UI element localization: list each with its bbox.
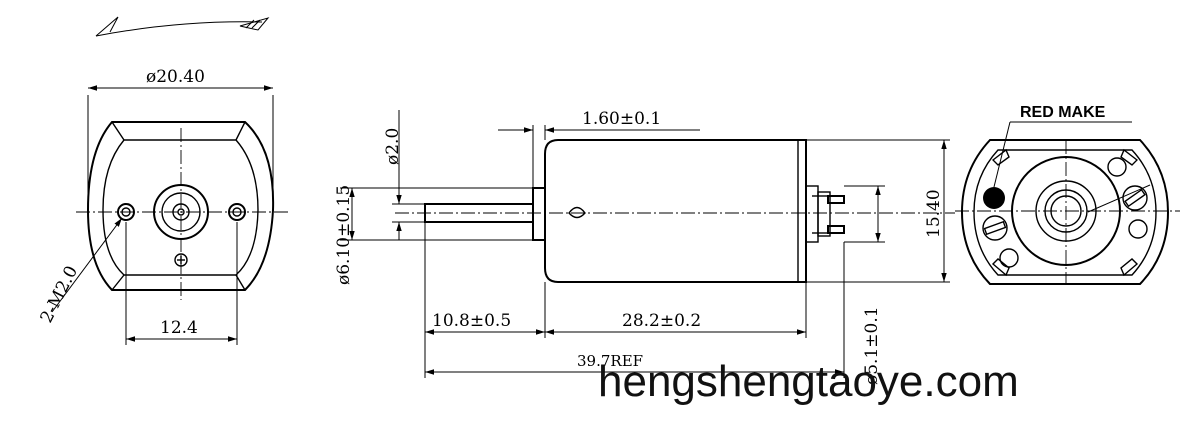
rotation-arrow-icon — [95, 16, 270, 37]
watermark: hengshengtaoye.com — [598, 357, 1019, 406]
boss-length-label: 1.60±0.1 — [582, 109, 661, 129]
terminal-tabs — [805, 185, 845, 243]
motor-boss — [532, 187, 546, 241]
mount-thread-label: 2-M2.0 — [37, 263, 83, 326]
body-length-label: 28.2±0.2 — [622, 311, 701, 331]
body-height-label: 15.40 — [924, 189, 944, 238]
polarity-dot-icon — [983, 187, 1005, 209]
terminal-width-label: ø5.1±0.1 — [862, 306, 882, 385]
polarity-mark-note: RED MAKE — [1020, 104, 1106, 121]
front-end-view: ø20.40 12.4 2-M2.0 — [37, 16, 290, 345]
side-view: 1.60±0.1 ø2.0 ø6.10±0.15 15.40 ø5.1±0.1 … — [334, 109, 955, 385]
overall-length-label: 39.7REF — [577, 352, 643, 370]
body-diameter-label: ø20.40 — [146, 67, 205, 87]
boss-diameter-label: ø6.10±0.15 — [334, 185, 354, 285]
shaft-length-label: 10.8±0.5 — [432, 311, 511, 331]
rear-end-view: RED MAKE — [955, 104, 1180, 285]
rear-view-outline — [960, 139, 1170, 285]
shaft-diameter-label: ø2.0 — [383, 128, 403, 165]
motor-body — [544, 139, 807, 283]
mount-hole-right — [228, 203, 246, 221]
mount-spacing-label: 12.4 — [160, 318, 198, 338]
